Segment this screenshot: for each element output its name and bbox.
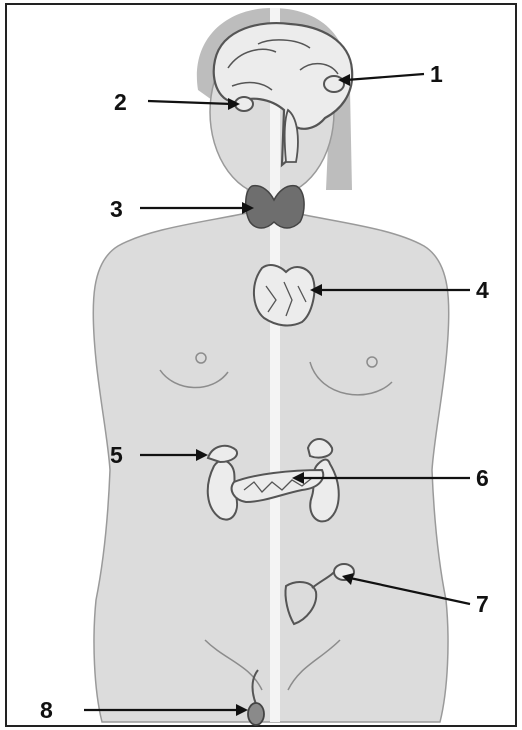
label-6: 6	[476, 465, 489, 491]
label-4: 4	[476, 277, 489, 303]
testis	[248, 703, 264, 725]
label-5: 5	[110, 442, 123, 468]
label-1: 1	[430, 61, 443, 87]
label-3: 3	[110, 196, 123, 222]
center-divider	[270, 8, 280, 722]
pineal-gland	[324, 76, 344, 92]
label-8: 8	[40, 697, 53, 723]
right-adrenal-gland	[308, 439, 332, 458]
thymus	[254, 265, 314, 325]
label-2: 2	[114, 89, 127, 115]
label-7: 7	[476, 591, 489, 617]
